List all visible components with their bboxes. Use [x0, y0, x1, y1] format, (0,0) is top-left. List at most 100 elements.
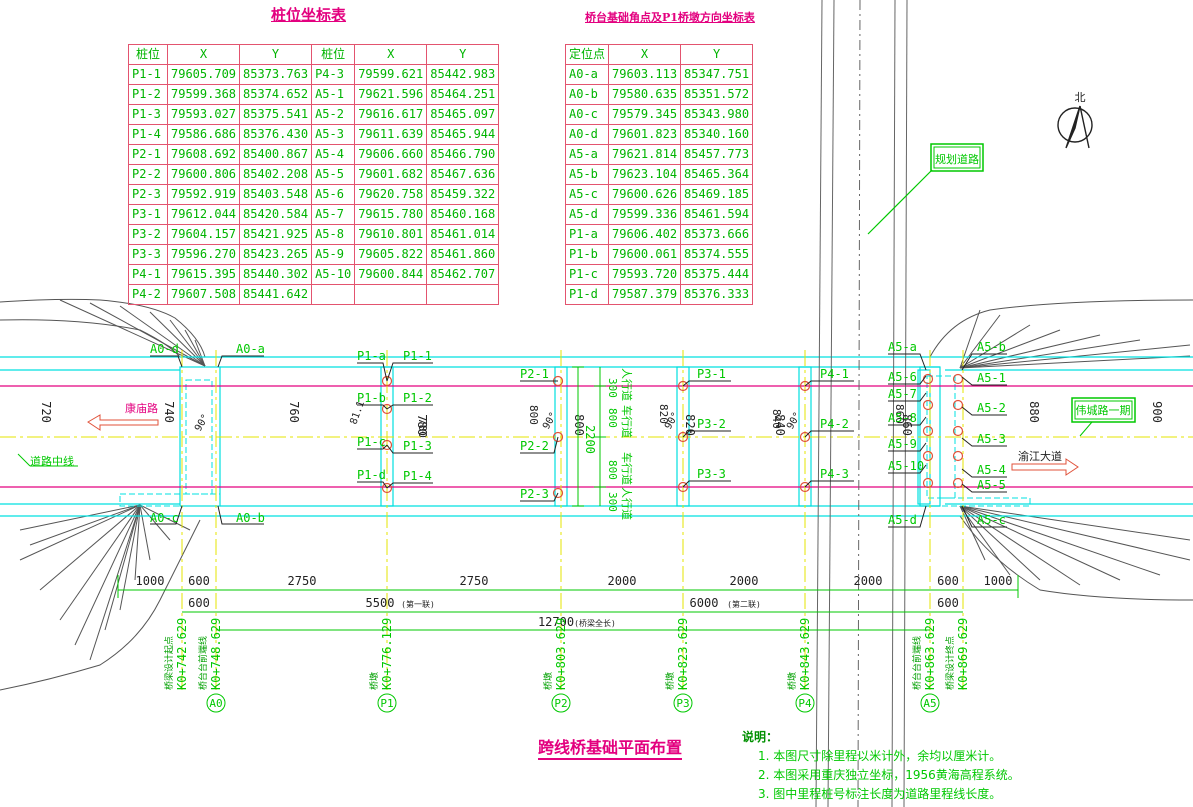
leader-line	[29, 504, 141, 546]
table-cell: P2-1	[128, 144, 168, 165]
table-cell: 85461.860	[426, 244, 500, 265]
table-cell: 85374.652	[239, 84, 313, 105]
leader-line	[959, 505, 986, 561]
leader-line	[959, 505, 1191, 561]
dim-label: 12700	[538, 615, 574, 629]
pile-leaders	[150, 353, 1007, 528]
table-cell: 79607.508	[166, 284, 241, 305]
table-cell: P4-1	[128, 264, 168, 285]
leader-line	[959, 505, 1191, 541]
table-cell: 85466.790	[426, 144, 500, 165]
table-cell: 79611.639	[354, 124, 428, 145]
table-cell: 79601.682	[354, 164, 428, 185]
station-label: K0+843.629	[798, 618, 812, 690]
abutment-label: A5-10	[888, 459, 924, 473]
table-cell: 79600.806	[166, 164, 241, 185]
table-cell: 79621.596	[354, 84, 428, 105]
table-cell: A5-6	[311, 184, 356, 205]
table-cell: 79608.692	[166, 144, 241, 165]
leader-line	[139, 504, 171, 541]
leader-line	[959, 505, 1011, 576]
pile-table-header: X	[354, 44, 428, 65]
table-cell: 79600.061	[608, 244, 682, 265]
leader-line	[961, 406, 1007, 416]
pile-label: P4-1	[820, 367, 849, 381]
pile-circle	[922, 450, 934, 462]
table-cell: 79580.635	[608, 84, 682, 105]
table-cell: A5-1	[311, 84, 356, 105]
leader-line	[959, 334, 1101, 369]
leader-line	[357, 481, 388, 489]
station-note: 桥梁设计起点	[163, 636, 175, 690]
leader-line	[888, 416, 927, 426]
leader-line	[104, 504, 141, 631]
table-cell: A5-7	[311, 204, 356, 225]
dim-label: 600	[937, 574, 959, 588]
table-cell: 85461.594	[680, 204, 754, 225]
table-cell: 85459.322	[426, 184, 500, 205]
leader-line	[804, 380, 854, 387]
table-cell: P1-d	[564, 284, 610, 305]
axis-label: A0	[209, 697, 222, 710]
table-cell: P1-c	[564, 264, 610, 285]
table-cell: A5-d	[564, 204, 610, 225]
elevation-label: 820	[683, 414, 697, 436]
leader-line	[194, 339, 206, 367]
abutment-label: A5-b	[977, 340, 1006, 354]
dim-860: 860	[893, 404, 906, 424]
leader-line	[888, 375, 927, 385]
station-note: 桥台台前端线	[197, 636, 209, 690]
table-cell: 85423.265	[239, 244, 313, 265]
pile-label: P1-4	[403, 469, 432, 483]
leader-line	[19, 504, 141, 561]
elevation-label: 740	[162, 401, 176, 423]
abutment-label: A5-1	[977, 371, 1006, 385]
table-cell: 85461.014	[426, 224, 500, 245]
leader-line	[19, 504, 141, 531]
station-label: K0+869.629	[956, 618, 970, 690]
pile-label: P3-1	[697, 367, 726, 381]
axis-bubble	[377, 693, 397, 713]
table-cell: 79603.113	[608, 64, 682, 85]
leader-line	[0, 519, 201, 691]
table-cell: P1-4	[128, 124, 168, 145]
table-cell: 79615.780	[354, 204, 428, 225]
axis-label: P1	[380, 697, 393, 710]
table-cell: 85469.185	[680, 184, 754, 205]
table-cell: 85402.208	[239, 164, 313, 185]
table-cell: 79615.395	[166, 264, 241, 285]
pile-circle	[381, 403, 393, 415]
table-cell: 79600.844	[354, 264, 428, 285]
table-cell: 85467.636	[426, 164, 500, 185]
leader-line	[89, 504, 141, 661]
table-cell: 79592.919	[166, 184, 241, 205]
leader-line	[959, 355, 1191, 369]
leader-line	[217, 505, 264, 525]
dim-label: 1000	[984, 574, 1013, 588]
axis-label: P4	[798, 697, 812, 710]
leader-line	[804, 480, 854, 488]
table-cell: 79593.027	[166, 104, 241, 125]
elevation-label: 760	[287, 401, 301, 423]
table-cell: P4-3	[311, 64, 356, 85]
table-cell: P3-3	[128, 244, 168, 265]
table-cell: P1-a	[564, 224, 610, 245]
table-cell: 85351.572	[680, 84, 754, 105]
dim-840: 840	[770, 409, 783, 429]
abutment-label: A0-a	[236, 342, 265, 356]
table-cell: A5-2	[311, 104, 356, 125]
note-2: 2. 本图采用重庆独立坐标，1956黄海高程系统。	[758, 768, 1020, 782]
table-cell: A0-c	[564, 104, 610, 125]
table-cell: 85403.548	[239, 184, 313, 205]
table-cell: 79616.617	[354, 104, 428, 125]
pile-label: P3-3	[697, 467, 726, 481]
